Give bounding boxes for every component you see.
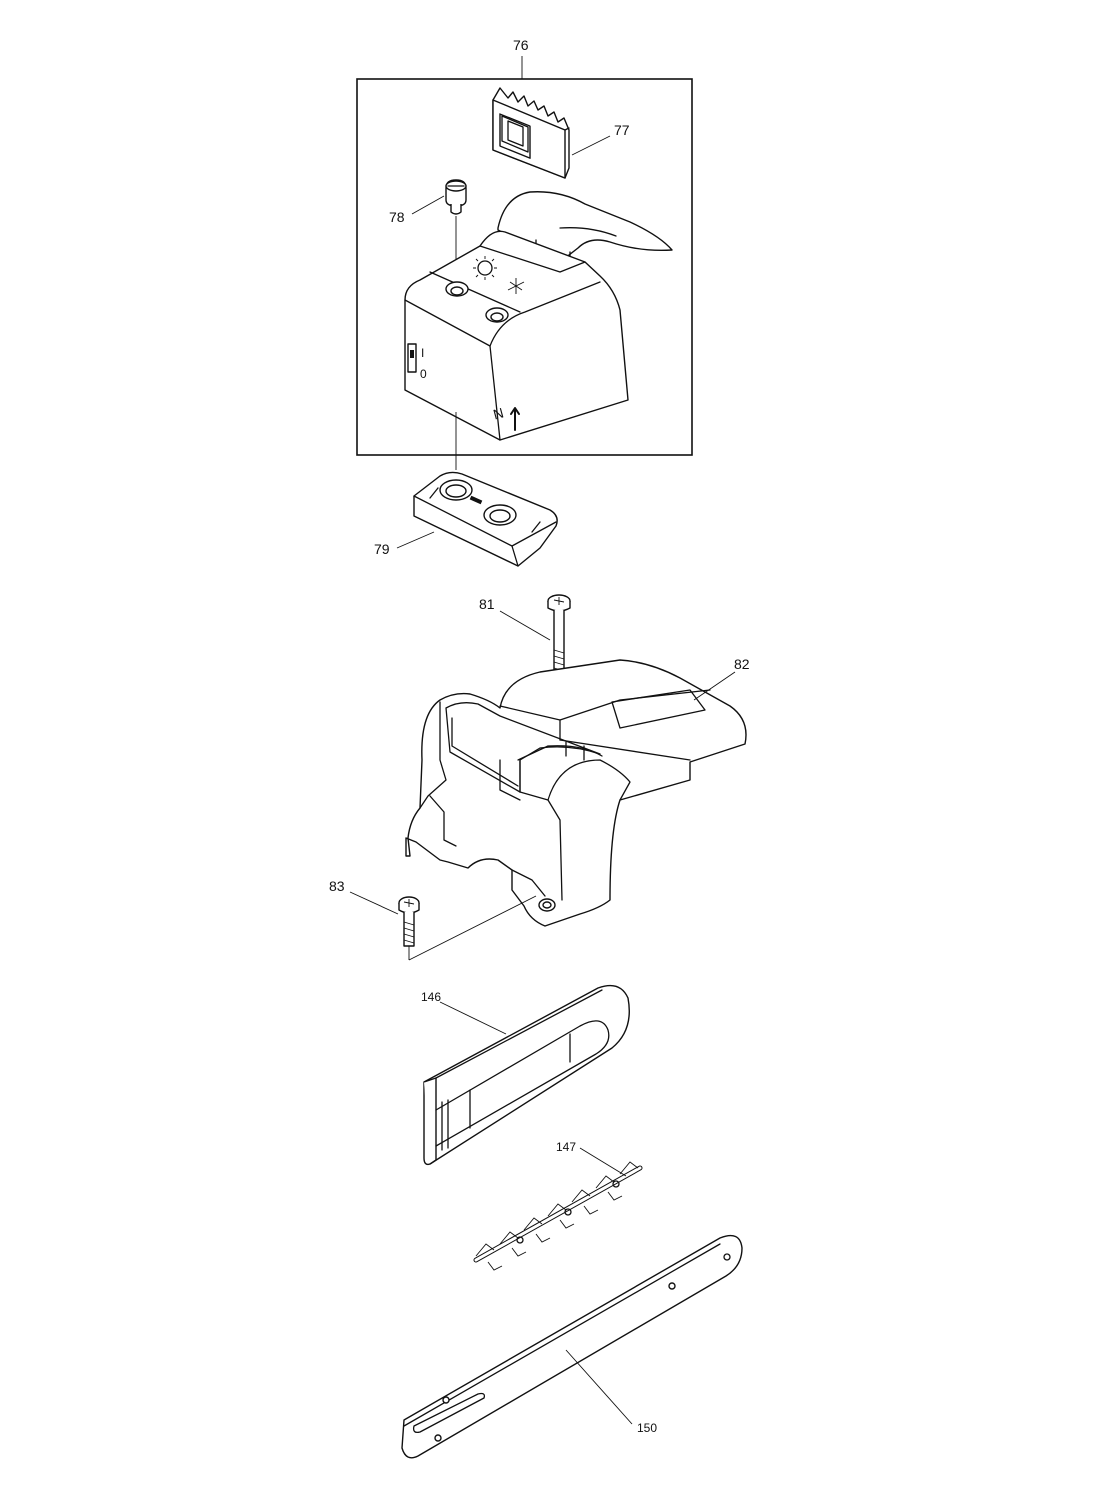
label-78: 78 (389, 209, 405, 225)
label-81: 81 (479, 596, 495, 612)
part-81-screw: 81 (479, 594, 571, 690)
part-147-chain: 147 (473, 1140, 643, 1271)
part-82-cover: 82 (405, 656, 750, 927)
part-146-bar-cover: 146 (421, 984, 630, 1166)
part-150-guide-bar: 150 (401, 1234, 743, 1459)
part-83-screw: 83 (329, 878, 537, 961)
assembly-frame (356, 78, 693, 456)
label-150: 150 (637, 1421, 657, 1435)
part-77-comb-insert: 77 (492, 87, 630, 179)
label-83: 83 (329, 878, 345, 894)
part-76-housing: I 0 N (404, 191, 673, 470)
switch-mark-off: 0 (420, 367, 427, 381)
part-79-base-plate: 79 (374, 471, 558, 567)
label-77: 77 (614, 122, 630, 138)
label-79: 79 (374, 541, 390, 557)
label-147: 147 (556, 1140, 576, 1154)
switch-mark-on: I (421, 346, 424, 360)
label-82: 82 (734, 656, 750, 672)
label-146: 146 (421, 990, 441, 1004)
cover-mark: N (491, 404, 505, 422)
assembly-76: 76 (356, 37, 693, 456)
label-76: 76 (513, 37, 529, 53)
